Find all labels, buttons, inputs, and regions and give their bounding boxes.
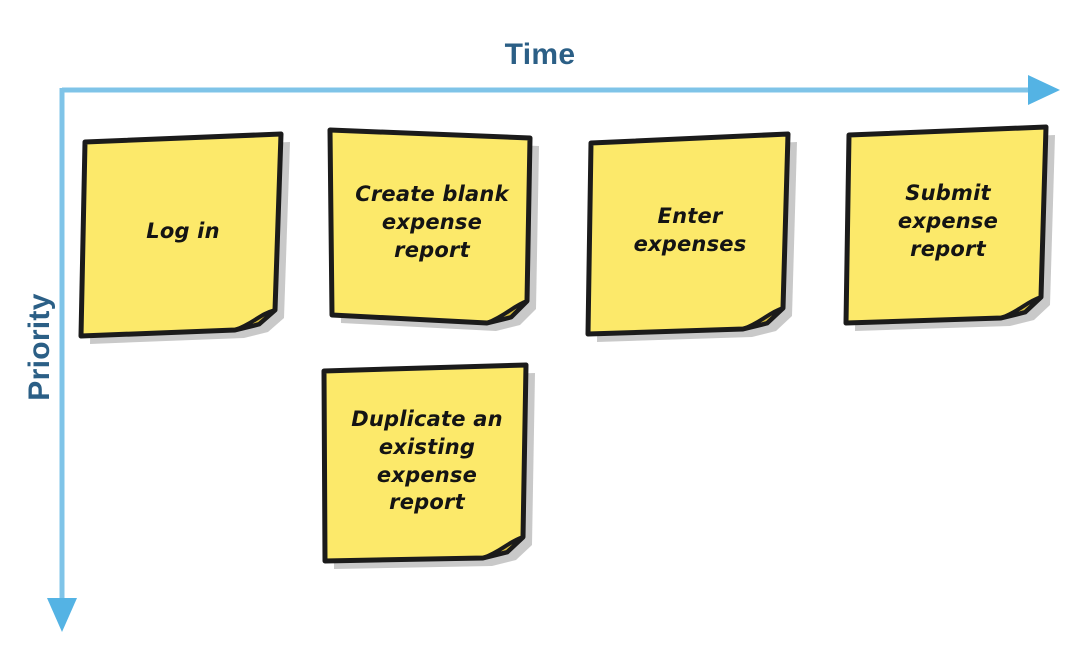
note-shape	[843, 124, 1055, 331]
sticky-note-log-in[interactable]: Log in	[78, 131, 290, 346]
note-shape	[327, 127, 539, 331]
sticky-note-submit-expense-report[interactable]: Submit expense report	[842, 124, 1055, 332]
note-shape	[78, 131, 290, 344]
sticky-note-duplicate-existing-expense-report[interactable]: Duplicate an existing expense report	[318, 362, 536, 572]
priority-axis-arrowhead	[47, 598, 77, 632]
time-axis-arrowhead	[1028, 75, 1060, 105]
priority-axis-label: Priority	[23, 293, 56, 401]
note-shape	[585, 131, 797, 342]
time-axis-label: Time	[504, 38, 576, 71]
note-shape	[321, 362, 535, 569]
sticky-note-enter-expenses[interactable]: Enter expenses	[584, 131, 797, 343]
time-axis	[62, 75, 1060, 105]
sticky-note-create-blank-expense-report[interactable]: Create blank expense report	[324, 124, 540, 334]
